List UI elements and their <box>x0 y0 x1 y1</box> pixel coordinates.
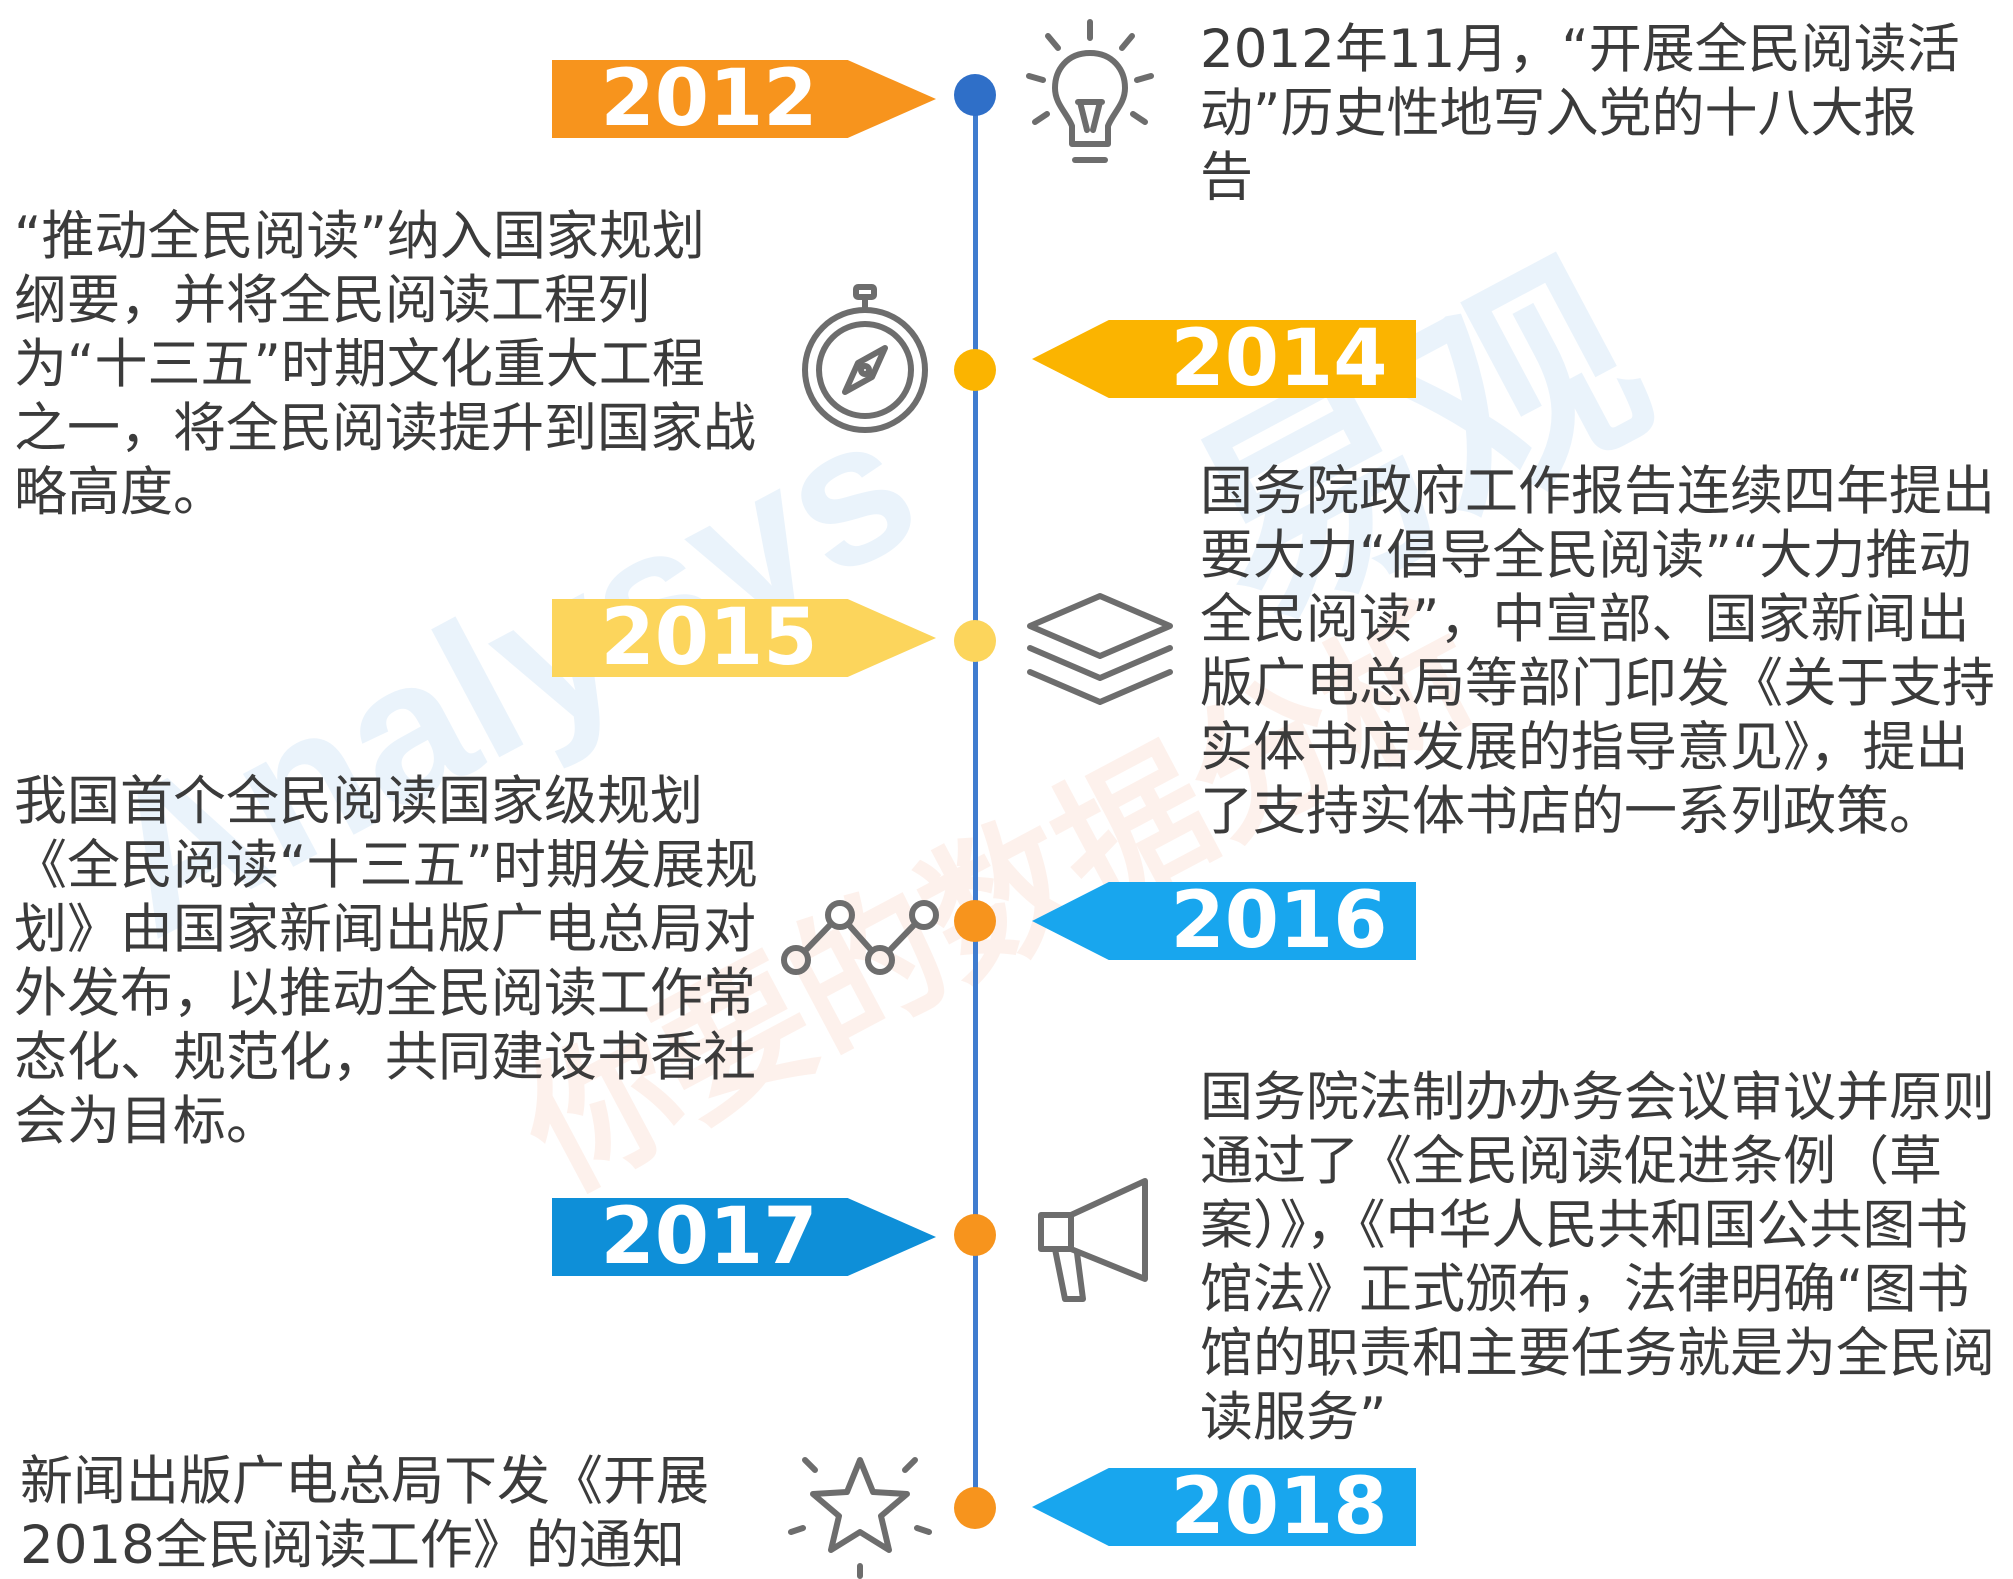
timeline-dot-2018 <box>954 1487 996 1529</box>
timeline-axis <box>973 95 978 1515</box>
timeline-dot-2016 <box>954 900 996 942</box>
year-label-2015: 2015 <box>600 593 818 683</box>
timeline-dot-2015 <box>954 620 996 662</box>
compass-icon <box>800 284 930 435</box>
year-banner-2017: 2017 <box>552 1198 936 1276</box>
year-label-2016: 2016 <box>1170 876 1388 966</box>
layers-icon <box>1025 590 1175 720</box>
star-icon <box>785 1440 935 1579</box>
year-label-2014: 2014 <box>1170 314 1388 404</box>
event-description-2018: 新闻出版广电总局下发《开展2018全民阅读工作》的通知 <box>20 1451 709 1576</box>
timeline-dot-2014 <box>954 349 996 391</box>
year-banner-2016: 2016 <box>1032 882 1416 960</box>
line-chart-icon <box>780 895 940 985</box>
event-description-2017: 国务院法制办办务会议审议并原则通过了《全民阅读促进条例（草案）》，《中华人民共和… <box>1200 1067 1995 1448</box>
event-description-2016: 我国首个全民阅读国家级规划《全民阅读“十三五”时期发展规划》由国家新闻出版广电总… <box>14 771 758 1152</box>
year-banner-2018: 2018 <box>1032 1468 1416 1546</box>
event-description-2015: 国务院政府工作报告连续四年提出要大力“倡导全民阅读”“大力推动全民阅读”，中宣部… <box>1200 461 1995 842</box>
timeline-dot-2012 <box>954 74 996 116</box>
year-banner-2014: 2014 <box>1032 320 1416 398</box>
year-label-2012: 2012 <box>600 54 818 144</box>
event-description-2014: “推动全民阅读”纳入国家规划纲要，并将全民阅读工程列为“十三五”时期文化重大工程… <box>14 206 756 523</box>
year-label-2018: 2018 <box>1170 1462 1388 1552</box>
lightbulb-icon <box>1015 18 1165 168</box>
event-description-2012: 2012年11月，“开展全民阅读活动”历史性地写入党的十八大报告 <box>1200 19 1960 208</box>
year-banner-2015: 2015 <box>552 599 936 677</box>
megaphone-icon <box>1035 1175 1165 1305</box>
year-banner-2012: 2012 <box>552 60 936 138</box>
year-label-2017: 2017 <box>600 1192 818 1282</box>
timeline-dot-2017 <box>954 1214 996 1256</box>
